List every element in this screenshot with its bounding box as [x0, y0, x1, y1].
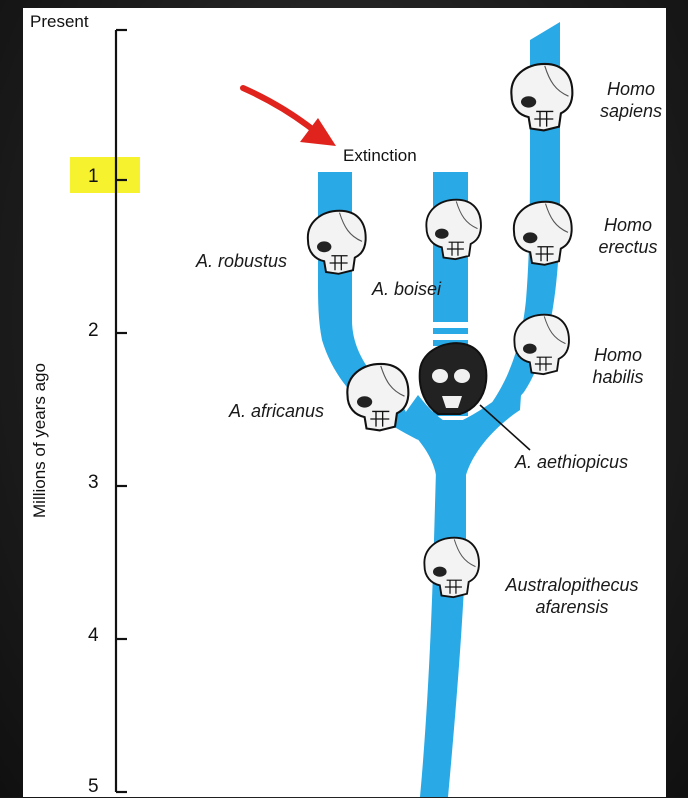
boisei-dash-1 [433, 328, 468, 334]
time-axis [116, 30, 127, 792]
skull-icon [420, 343, 487, 414]
extinction-arrow [243, 88, 336, 146]
homo-sapiens-genus: Homo [596, 78, 666, 100]
homo-sapiens-label: Homo sapiens [596, 78, 666, 122]
skull-icon [511, 64, 572, 131]
a-africanus-label: A. africanus [229, 400, 324, 422]
au-afarensis-species: afarensis [484, 596, 660, 618]
tick-label-5: 5 [88, 776, 99, 798]
trunk-branch [420, 470, 466, 797]
homo-habilis-genus: Homo [578, 344, 658, 366]
homo-habilis-species: habilis [578, 366, 658, 388]
au-afarensis-label: Australopithecus afarensis [484, 574, 660, 618]
skull-icon [308, 211, 366, 274]
homo-erectus-label: Homo erectus [588, 214, 668, 258]
a-boisei-label: A. boisei [372, 278, 441, 300]
au-afarensis-genus: Australopithecus [484, 574, 660, 596]
skull-icon [514, 202, 572, 265]
tick-label-4: 4 [88, 625, 99, 647]
homo-sapiens-species: sapiens [596, 100, 666, 122]
a-aethiopicus-label: A. aethiopicus [515, 451, 628, 473]
tick-label-1: 1 [88, 166, 99, 188]
homo-erectus-genus: Homo [588, 214, 668, 236]
tick-label-2: 2 [88, 320, 99, 342]
tick-label-3: 3 [88, 472, 99, 494]
a-robustus-label: A. robustus [196, 250, 287, 272]
extinction-label: Extinction [343, 146, 417, 166]
homo-habilis-label: Homo habilis [578, 344, 658, 388]
present-label: Present [30, 12, 89, 32]
y-axis-label: Millions of years ago [30, 363, 50, 518]
tick-1-highlight [70, 157, 140, 193]
homo-erectus-species: erectus [588, 236, 668, 258]
